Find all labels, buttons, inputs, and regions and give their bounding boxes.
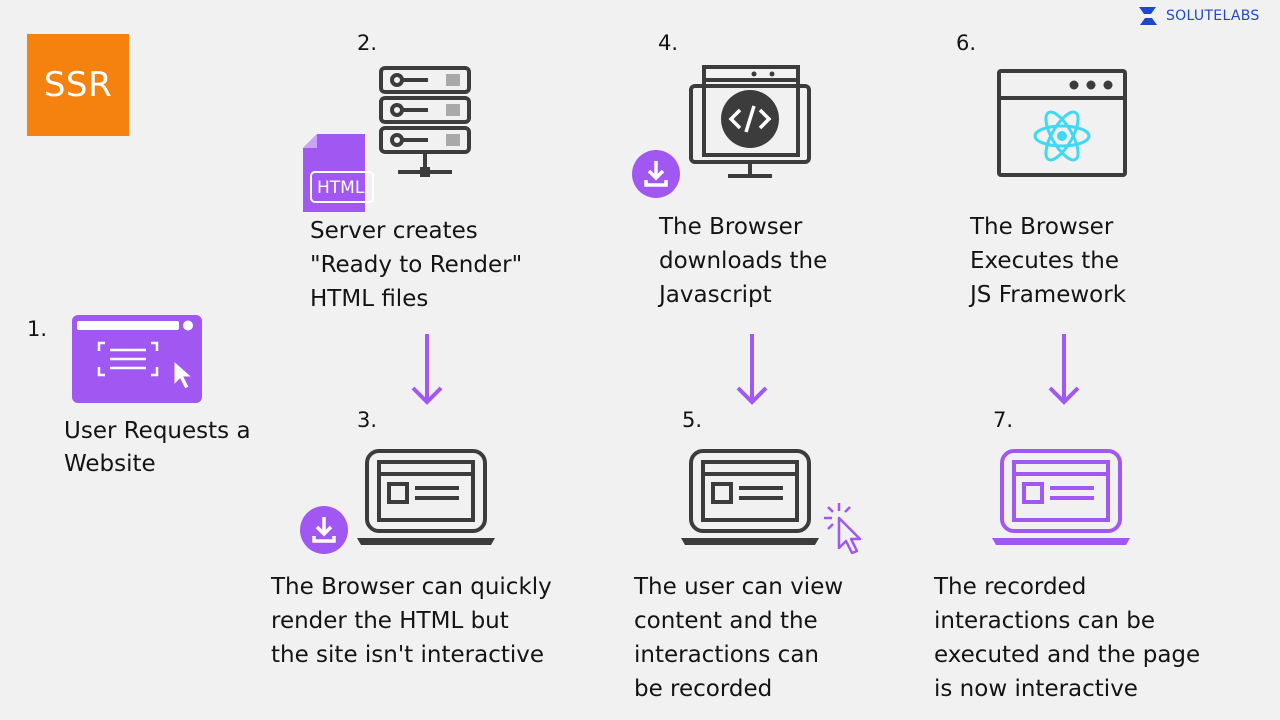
step-1-line: User Requests a	[64, 418, 251, 444]
step-6-number: 6.	[956, 31, 977, 55]
step-2-label: Server creates "Ready to Render" HTML fi…	[310, 214, 522, 316]
step-5-line: content and the	[634, 608, 818, 634]
step-7-label: The recorded interactions can be execute…	[934, 570, 1200, 706]
step-1-line: Website	[64, 451, 156, 477]
step-7-line: interactions can be	[934, 608, 1156, 634]
cursor-click-icon	[824, 503, 862, 555]
brand-logo: SOLUTELABS	[1136, 5, 1260, 27]
step-1-number: 1.	[27, 317, 48, 341]
down-arrow-icon	[1048, 334, 1080, 405]
step-2-number: 2.	[357, 31, 378, 55]
step-5-line: be recorded	[634, 676, 773, 702]
step-2-line: HTML files	[310, 286, 429, 312]
step-3-line: the site isn't interactive	[271, 642, 545, 668]
step-7-number: 7.	[993, 408, 1014, 432]
step-4-number: 4.	[658, 31, 679, 55]
step-6-line: The Browser	[970, 214, 1114, 240]
down-arrow-icon	[736, 334, 768, 405]
brand-name-light: LABS	[1222, 8, 1260, 24]
step-4-line: Javascript	[659, 282, 772, 308]
solutelabs-logo-icon	[1139, 7, 1157, 25]
brand-name: SOLUTELABS	[1166, 8, 1260, 24]
step-4-label: The Browser downloads the Javascript	[659, 210, 827, 312]
step-6-label: The Browser Executes the JS Framework	[970, 210, 1126, 312]
step-3-label: The Browser can quickly render the HTML …	[271, 570, 552, 672]
step-2-line: "Ready to Render"	[310, 252, 523, 278]
step-5-line: interactions can	[634, 642, 819, 668]
step-4-line: downloads the	[659, 248, 828, 274]
step-7-line: The recorded	[934, 574, 1087, 600]
laptop-purple-icon	[992, 449, 1130, 545]
laptop-icon	[357, 449, 495, 545]
step-5-line: The user can view	[634, 574, 844, 600]
browser-window-cursor-icon	[72, 315, 202, 403]
html-file-icon: HTML	[303, 134, 376, 212]
monitor-code-icon	[689, 65, 811, 178]
step-3-number: 3.	[357, 408, 378, 432]
step-6-line: Executes the	[970, 248, 1120, 274]
step-3-line: render the HTML but	[271, 608, 509, 634]
step-4-line: The Browser	[659, 214, 803, 240]
step-3-line: The Browser can quickly	[271, 574, 552, 600]
html-file-badge: HTML	[317, 178, 365, 198]
server-stack-icon	[379, 66, 471, 177]
step-6-line: JS Framework	[970, 282, 1127, 308]
browser-react-icon	[997, 69, 1127, 177]
step-7-line: is now interactive	[934, 676, 1138, 702]
step-5-number: 5.	[682, 408, 703, 432]
brand-name-bold: SOLUTE	[1166, 8, 1223, 24]
step-1-label: User Requests a Website	[64, 415, 251, 481]
step-7-line: executed and the page	[934, 642, 1201, 668]
download-icon	[300, 506, 348, 554]
ssr-badge: SSR	[27, 34, 129, 136]
step-2-line: Server creates	[310, 218, 478, 244]
down-arrow-icon	[411, 334, 443, 405]
download-icon	[632, 150, 680, 198]
step-5-label: The user can view content and the intera…	[634, 570, 843, 706]
laptop-icon	[681, 449, 819, 545]
